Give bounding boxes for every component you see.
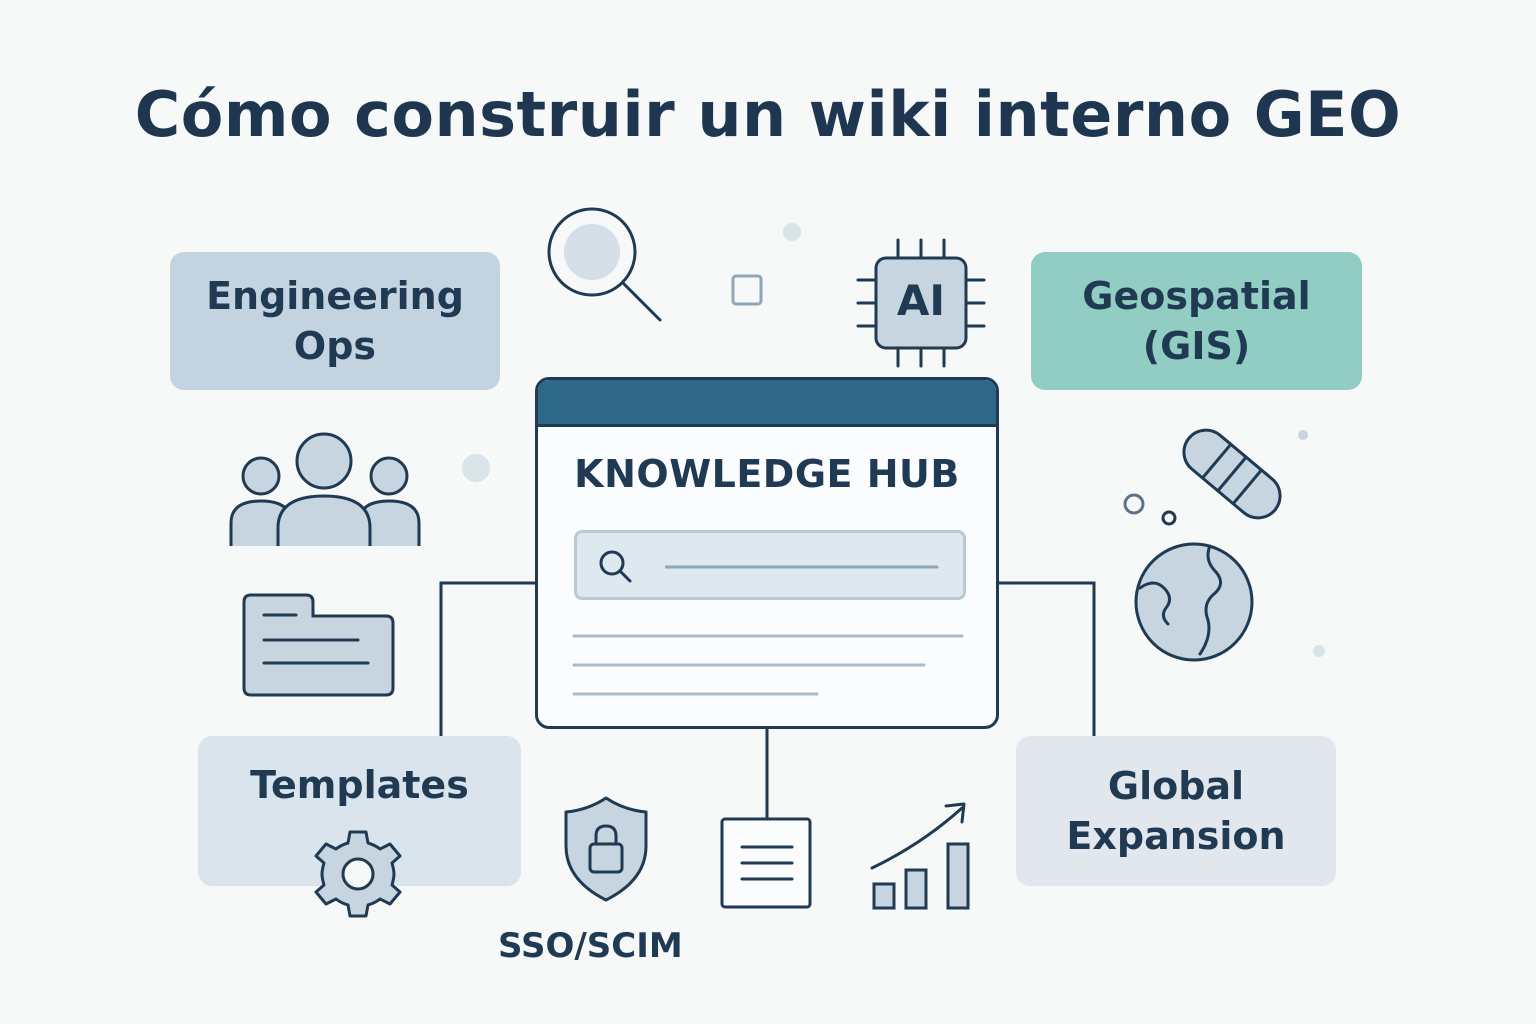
hub-search-bar[interactable] (574, 530, 966, 600)
gear-icon (314, 830, 402, 918)
document-icon (720, 817, 812, 909)
hub-title: KNOWLEDGE HUB (574, 452, 960, 496)
connector-left (439, 581, 535, 737)
users-group-icon (229, 432, 421, 546)
decor-dot (1298, 430, 1308, 440)
search-placeholder-line (665, 565, 939, 569)
magnifier-icon (547, 207, 662, 322)
global-expansion-box: Global Expansion (1016, 736, 1336, 886)
connector-right (999, 581, 1096, 737)
decor-dot (783, 223, 801, 241)
engineering-ops-box: Engineering Ops (170, 252, 500, 390)
hub-text-lines (572, 634, 964, 696)
decor-dot (462, 454, 490, 482)
hub-header-bar (538, 380, 996, 427)
knowledge-hub-window: KNOWLEDGE HUB (535, 377, 999, 729)
globe-icon (1134, 542, 1254, 662)
folder-icon (242, 593, 395, 697)
growth-chart-icon (870, 802, 970, 910)
decor-square (731, 274, 763, 306)
decor-dot (1313, 645, 1325, 657)
shield-lock-icon (564, 796, 648, 902)
page-title: Cómo construir un wiki interno GEO (134, 78, 1402, 151)
search-icon (599, 550, 632, 583)
sso-scim-label: SSO/SCIM (498, 926, 683, 966)
ai-chip-label: AI (896, 276, 946, 325)
ai-chip-icon (856, 238, 986, 368)
satellite-icon (1123, 428, 1282, 526)
geospatial-box: Geospatial (GIS) (1031, 252, 1362, 390)
